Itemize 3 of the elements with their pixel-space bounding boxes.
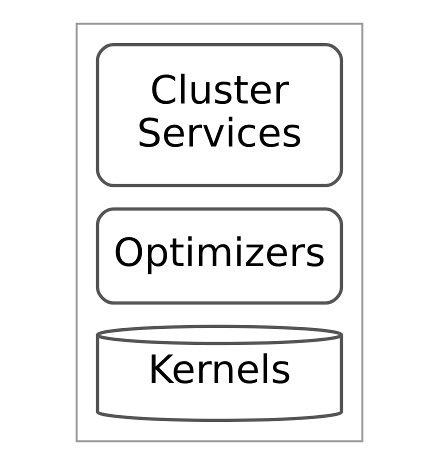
node-box: Optimizers (95, 207, 343, 305)
cluster (75, 22, 363, 442)
node-box: Cluster Services (95, 43, 343, 188)
